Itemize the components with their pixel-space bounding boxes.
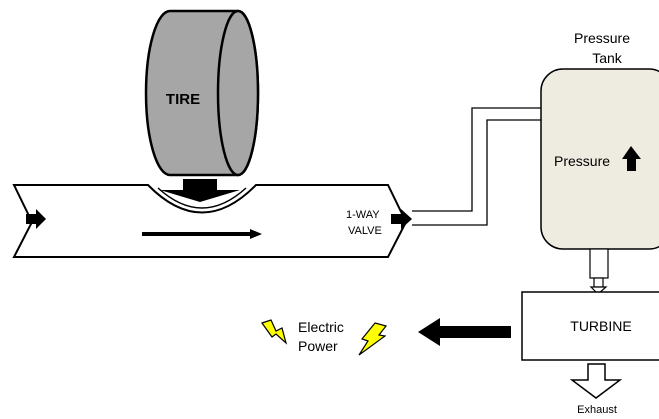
tank-inner-label: Pressure [554,153,610,169]
valve-label-line1: 1-WAY [346,209,380,221]
hose-dent-inner [157,187,247,209]
pipe-to-tank [412,107,541,226]
pressure-tank: Pressure Tank Pressure [540,30,659,250]
hose-body [12,184,408,258]
tire-sidewall [216,9,260,177]
turbine-box [521,291,659,361]
tire: TIRE [144,9,260,177]
inlet-flow-arrow [26,209,46,229]
hose: 1-WAY VALVE [12,184,412,258]
tank-turbine-connector [589,248,609,295]
flow-arrow-head [250,229,262,239]
power-output-arrow [418,318,511,346]
lightning-bolt-icon [261,319,288,345]
exhaust: Exhaust [569,363,623,416]
valve-arrow [391,209,412,229]
tank-title-line1: Pressure [574,30,630,46]
power-label-line2: Power [298,338,338,354]
tire-label: TIRE [166,91,200,108]
power-label-line1: Electric [298,319,344,335]
tank-title-line2: Tank [592,50,623,66]
turbine-label: TURBINE [570,318,631,334]
press-down-arrow [160,179,240,202]
turbine: TURBINE [521,291,659,361]
exhaust-arrow [569,363,623,399]
electric-power: Electric Power [261,319,388,356]
pressure-up-arrow [622,146,641,171]
lightning-bolt-icon [358,322,388,356]
valve-label-line2: VALVE [348,225,382,237]
exhaust-label: Exhaust [577,404,617,416]
